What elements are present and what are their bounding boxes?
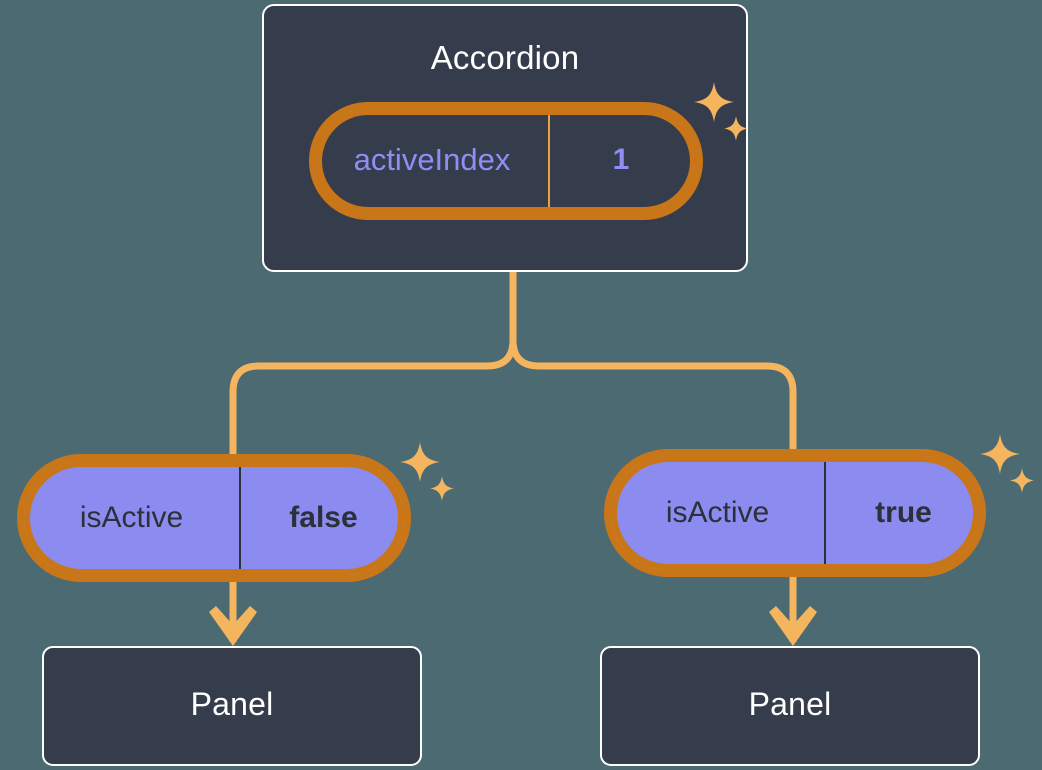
state-value: false [289,501,358,534]
sparkle-icon [430,476,454,501]
component-node-panel-left[interactable]: Panel [42,646,422,766]
wire-branch-right [509,339,797,450]
state-value: 1 [612,143,630,176]
sparkle-icon [400,442,440,482]
component-node-panel-right[interactable]: Panel [600,646,980,766]
sparkle-icon [1010,468,1034,493]
state-pill-is-active-true[interactable]: isActive true [604,449,986,577]
arrowhead-left [209,606,257,646]
state-key: activeIndex [316,109,550,213]
sparkle-icon [980,434,1020,474]
state-key: isActive [24,461,241,575]
state-pill-active-index[interactable]: activeIndex 1 [309,102,703,220]
component-title: Accordion [430,39,580,76]
state-pill-is-active-false[interactable]: isActive false [17,454,411,582]
component-title: Panel [748,686,832,722]
sparkle-icon-group-true [980,434,1034,493]
sparkle-icon-group-false [400,442,454,501]
component-title: Panel [190,686,274,722]
state-key: isActive [611,456,826,570]
wire-trunk [229,272,517,455]
arrowhead-right [769,606,817,646]
state-value: true [875,496,932,529]
